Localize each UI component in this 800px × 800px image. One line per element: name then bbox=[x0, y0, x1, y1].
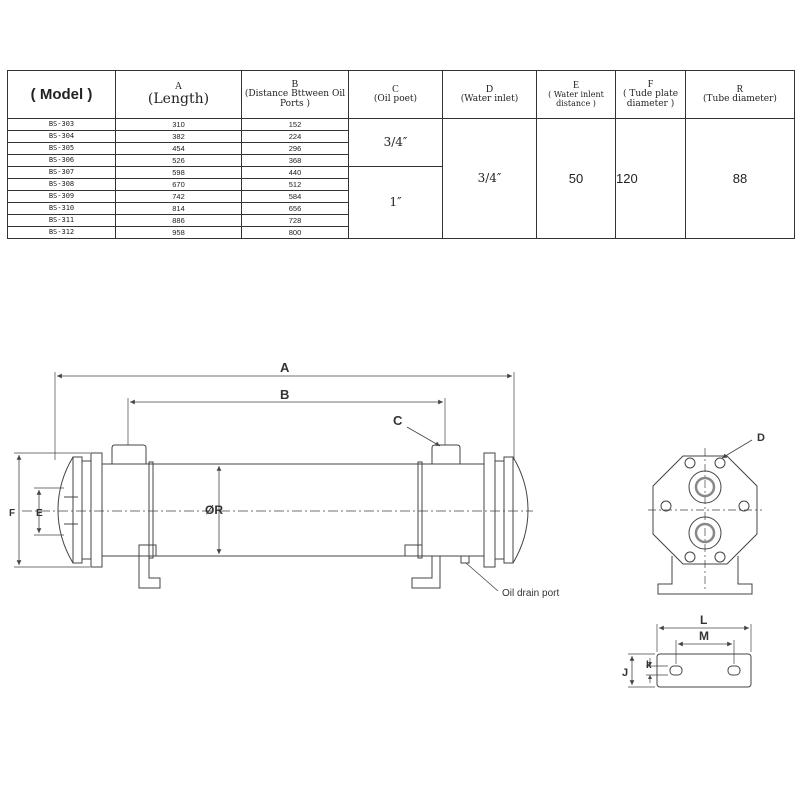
leader-d bbox=[721, 439, 753, 459]
slot-right bbox=[727, 665, 741, 676]
spec-table: ( Model ) A (Length) B (Distance Bttween… bbox=[7, 70, 795, 239]
end-flange bbox=[652, 455, 758, 565]
table-row: BS-310 814 656 bbox=[7, 202, 795, 215]
bolt-hole bbox=[738, 500, 750, 512]
cell-model: BS-312 bbox=[7, 226, 116, 239]
right-end-cap bbox=[512, 456, 529, 564]
oil-drain-leader bbox=[465, 562, 499, 592]
water-port-upper-inner bbox=[694, 476, 716, 498]
label-m: M bbox=[699, 629, 709, 643]
right-flange bbox=[483, 452, 496, 568]
support-band-right bbox=[417, 461, 423, 559]
header-a: A (Length) bbox=[115, 70, 242, 119]
end-view bbox=[648, 439, 762, 595]
table-row: BS-303 310 152 3/4″ 3/4″ 50 120 88 bbox=[7, 118, 795, 239]
label-a: A bbox=[280, 360, 290, 375]
foot-plate bbox=[656, 653, 752, 688]
leader-c bbox=[406, 426, 441, 447]
foot-clamp-right bbox=[404, 544, 423, 557]
cell-c-group1: 3/4″ bbox=[348, 118, 443, 167]
left-cap-flange bbox=[72, 456, 83, 564]
header-d: D (Water inlet) bbox=[442, 70, 537, 119]
table-row: BS-311 886 728 bbox=[7, 214, 795, 227]
end-support-base bbox=[657, 556, 753, 595]
bolt-hole bbox=[660, 500, 672, 512]
foot-plate-view bbox=[628, 624, 752, 688]
table-row: BS-307 598 440 1″ bbox=[7, 166, 795, 239]
right-cap-flange bbox=[503, 456, 514, 564]
label-oil-drain-port: Oil drain port bbox=[502, 588, 559, 599]
table-row: BS-308 670 512 bbox=[7, 178, 795, 191]
label-b: B bbox=[280, 387, 289, 402]
water-port-upper bbox=[688, 470, 722, 504]
label-e: E bbox=[36, 508, 43, 519]
water-port-lower bbox=[688, 516, 722, 550]
support-foot-right bbox=[411, 556, 441, 589]
oil-port-right bbox=[431, 444, 461, 464]
right-tube-plate bbox=[494, 460, 505, 560]
support-foot-left bbox=[138, 556, 161, 589]
header-b: B (Distance Bttween Oil Ports ) bbox=[241, 70, 349, 119]
side-view bbox=[14, 372, 533, 592]
cell-f-value: 120 bbox=[615, 118, 686, 239]
label-k: k bbox=[646, 660, 652, 671]
cell-c-group2: 1″ bbox=[348, 166, 443, 239]
bolt-hole bbox=[714, 551, 726, 563]
table-row: BS-305 454 296 bbox=[7, 142, 795, 155]
oil-drain-port bbox=[460, 555, 470, 564]
header-e: E ( Water inlent distance ) bbox=[536, 70, 616, 119]
bolt-hole bbox=[684, 457, 696, 469]
label-c: C bbox=[393, 413, 403, 428]
label-d: D bbox=[757, 432, 765, 444]
label-f: F bbox=[9, 508, 15, 519]
cell-r-value: 88 bbox=[685, 118, 795, 239]
left-end-cap bbox=[57, 456, 74, 564]
table-row: BS-312 958 800 bbox=[7, 226, 795, 239]
cell-b: 800 bbox=[241, 226, 349, 239]
bolt-hole bbox=[684, 551, 696, 563]
support-band-left bbox=[148, 461, 154, 559]
oil-port-left bbox=[111, 444, 147, 464]
left-flange bbox=[90, 452, 103, 568]
bolt-hole bbox=[714, 457, 726, 469]
label-r: ØR bbox=[205, 503, 223, 517]
label-l: L bbox=[700, 613, 707, 627]
cell-d-value: 3/4″ bbox=[442, 118, 537, 239]
water-port-lower-inner bbox=[694, 522, 716, 544]
header-model: ( Model ) bbox=[7, 70, 116, 119]
cell-e-value: 50 bbox=[536, 118, 616, 239]
foot-clamp-left bbox=[138, 544, 157, 557]
left-tube-plate bbox=[81, 460, 92, 560]
label-j: J bbox=[622, 667, 628, 679]
slot-left bbox=[669, 665, 683, 676]
